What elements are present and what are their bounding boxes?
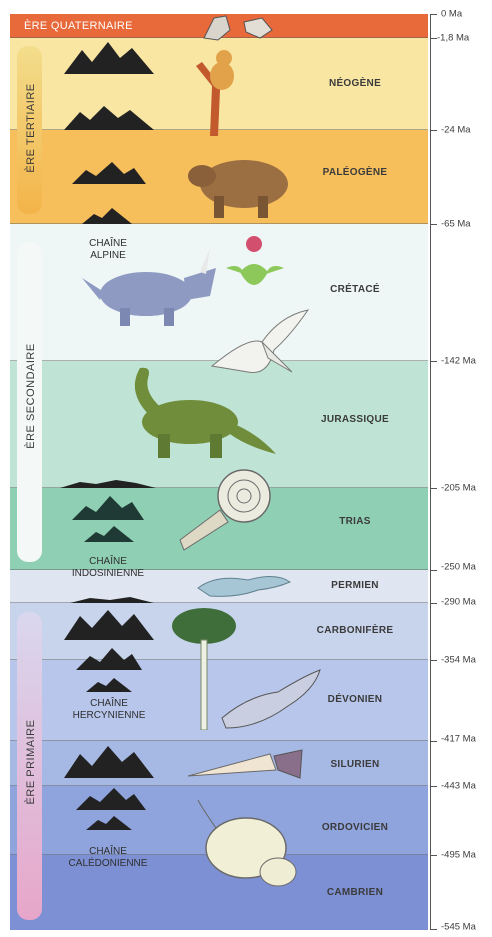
chain-label-line: CHAÎNE [48,846,168,858]
geologic-timescale-chart: ÈRE QUATERNAIRE ÈRE TERTIAIRE ÈRE SECOND… [0,0,432,937]
period-label-ordovicien: ORDOVICIEN [300,822,410,833]
time-tick [430,130,437,131]
period-label-trias: TRIAS [300,516,410,527]
period-label-paleogene: PALÉOGÈNE [300,167,410,178]
time-label-205: -205 Ma [441,483,476,494]
time-label-0: 0 Ma [441,9,462,20]
sauropod-icon [118,364,278,460]
ground-sloth-icon [186,150,294,220]
time-tick [430,786,437,787]
period-label-cambrien: CAMBRIEN [300,887,410,898]
time-scale-axis: 0 Ma -1,8 Ma -24 Ma -65 Ma -142 Ma -205 … [430,0,492,937]
time-label-417: -417 Ma [441,734,476,745]
time-tick [430,929,437,930]
chain-label-hercynienne: CHAÎNE HERCYNIENNE [54,698,164,722]
time-tick [430,741,437,742]
time-tick [430,14,437,15]
triceratops-icon [80,248,222,328]
mountain-icon [64,744,154,778]
mountain-icon [70,596,154,603]
time-label-142: -142 Ma [441,356,476,367]
orthoceras-icon [186,748,304,782]
period-label-carbonifere: CARBONIFÈRE [300,625,410,636]
mountain-icon [76,646,142,670]
time-tick [430,361,437,362]
period-label-cretace: CRÉTACÉ [300,284,410,295]
chain-label-line: HERCYNIENNE [54,710,164,722]
time-label-495: -495 Ma [441,850,476,861]
period-label-neogene: NÉOGÈNE [300,78,410,89]
time-label-443: -443 Ma [441,781,476,792]
mountain-icon [72,160,146,184]
chain-label-indosinienne: CHAÎNE INDOSINIENNE [50,556,166,580]
time-label-290: -290 Ma [441,597,476,608]
time-tick [430,660,437,661]
mountain-icon [86,816,132,830]
time-label-1-8: -1,8 Ma [437,33,469,44]
time-tick [430,488,437,489]
time-tick [430,38,437,39]
ammonite-icon [176,466,276,562]
mountain-icon [84,526,134,542]
time-tick [430,603,437,604]
time-label-24: -24 Ma [441,125,471,136]
time-tick [430,855,437,856]
mountain-icon [82,208,132,224]
flower-icon [220,232,290,296]
mountain-icon [64,40,154,74]
mountain-icon [64,102,154,130]
time-label-250: -250 Ma [441,562,476,573]
trilobite-icon [196,798,306,894]
period-label-jurassique: JURASSIQUE [300,414,410,425]
mountain-icon [64,608,154,640]
reptile-icon [196,568,292,608]
mountain-icon [76,786,146,810]
period-label-silurien: SILURIEN [300,759,410,770]
time-label-545: -545 Ma [441,922,476,933]
era-label-tertiaire: ÈRE TERTIAIRE [25,73,37,183]
time-label-65: -65 Ma [441,219,471,230]
period-label-permien: PERMIEN [300,580,410,591]
time-label-354: -354 Ma [441,655,476,666]
mountain-icon [60,478,156,488]
era-label-secondaire: ÈRE SECONDAIRE [25,321,37,471]
chain-label-line: CHAÎNE [54,698,164,710]
era-label-primaire: ÈRE PRIMAIRE [25,697,37,827]
primate-icon [188,46,252,136]
era-label-quaternaire: ÈRE QUATERNAIRE [24,20,133,32]
mountain-icon [72,494,144,520]
time-tick [430,224,437,225]
chain-label-caledonienne: CHAÎNE CALÉDONIENNE [48,846,168,870]
fish-icon [218,666,322,732]
stone-tools-icon [200,12,276,42]
chain-label-line: CHAÎNE [50,556,166,568]
chain-label-line: CALÉDONIENNE [48,858,168,870]
chain-label-line: INDOSINIENNE [50,568,166,580]
time-axis-line [430,14,431,930]
mountain-icon [86,678,132,692]
time-tick [430,570,437,571]
